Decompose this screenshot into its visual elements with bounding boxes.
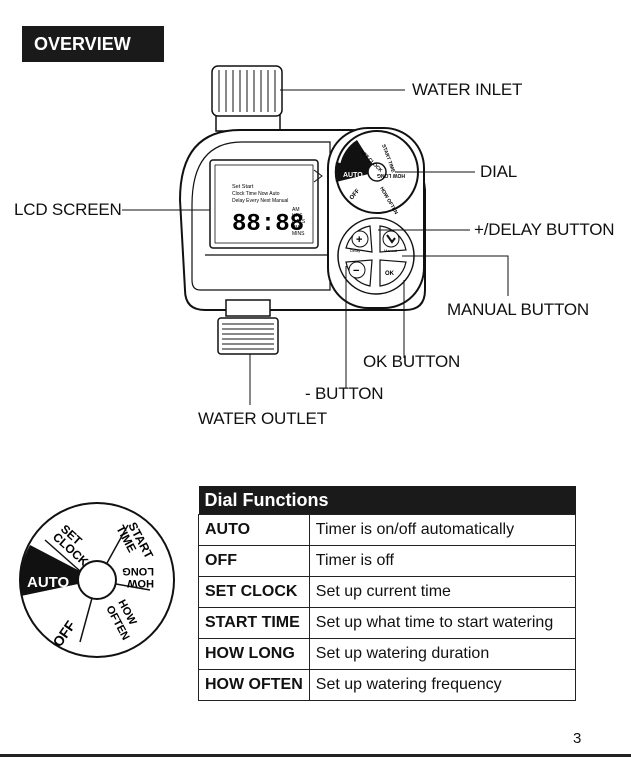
section-title: OVERVIEW <box>22 26 164 62</box>
lcd-unit-hrs: HRS <box>292 213 303 219</box>
delay-caption: Delay <box>350 248 360 253</box>
callout-dial: DIAL <box>480 162 517 181</box>
device-dial: AUTO SET CLOCK START TIME HOW LONG HOW O… <box>334 130 419 216</box>
callout-leaders <box>122 89 509 405</box>
function-name: OFF <box>198 545 310 577</box>
function-desc: Set up what time to start watering <box>308 607 577 639</box>
table-row: HOW OFTEN Set up watering frequency <box>198 669 577 701</box>
table-row: SET CLOCK Set up current time <box>198 576 577 608</box>
plus-symbol: + <box>356 234 362 246</box>
lcd-screen: Set Start Clock Time Now Auto Delay Ever… <box>209 159 319 249</box>
device-dial-auto: AUTO <box>343 172 363 179</box>
large-dial-illustration: AUTO SET CLOCK START TIME HOW LONG HOW O… <box>19 502 175 658</box>
lcd-unit-days: DAYS <box>292 219 306 225</box>
manual-hand-icon <box>386 234 396 244</box>
device-dial-how-long: HOW LONG <box>377 172 405 178</box>
ok-device-button[interactable] <box>379 259 407 287</box>
function-name: AUTO <box>198 514 310 546</box>
dial-functions-table: Dial Functions AUTO Timer is on/off auto… <box>198 486 577 701</box>
minus-symbol: − <box>353 265 359 277</box>
device-buttons: + − OK Delay Manual <box>337 217 415 295</box>
lcd-digits: 88:88 <box>232 211 304 238</box>
function-name: HOW LONG <box>198 638 310 670</box>
function-desc: Set up watering duration <box>308 638 577 670</box>
page-number: 3 <box>573 730 582 747</box>
function-desc: Set up watering frequency <box>308 669 577 701</box>
table-row: AUTO Timer is on/off automatically <box>198 514 577 546</box>
function-desc: Timer is off <box>308 545 577 577</box>
callout-manual-button: MANUAL BUTTON <box>447 300 589 319</box>
lcd-line-3: Delay Every Next Manual <box>232 198 288 204</box>
lcd-unit-pm: PM <box>292 225 300 231</box>
large-dial-auto: AUTO <box>27 574 70 591</box>
lcd-unit-am: AM <box>292 207 300 213</box>
table-row: HOW LONG Set up watering duration <box>198 638 577 670</box>
table-row: START TIME Set up what time to start wat… <box>198 607 577 639</box>
manual-caption: Manual <box>384 248 397 253</box>
lcd-unit-mins: MINS <box>292 231 305 237</box>
large-dial-how-long-1: HOW <box>127 577 155 589</box>
lcd-line-2: Clock Time Now Auto <box>232 191 280 197</box>
function-desc: Timer is on/off automatically <box>308 514 577 546</box>
callout-plus-delay-button: +/DELAY BUTTON <box>474 220 615 239</box>
callout-water-inlet: WATER INLET <box>412 80 523 99</box>
function-name: HOW OFTEN <box>198 669 310 701</box>
callout-water-outlet: WATER OUTLET <box>198 409 327 428</box>
function-name: SET CLOCK <box>198 576 310 608</box>
callout-minus-button: - BUTTON <box>305 384 384 403</box>
dial-functions-title: Dial Functions <box>198 486 576 515</box>
water-inlet-connector <box>211 65 283 132</box>
table-row: OFF Timer is off <box>198 545 577 577</box>
footer-rule <box>0 754 631 757</box>
callout-ok-button: OK BUTTON <box>363 352 461 371</box>
ok-symbol: OK <box>385 271 395 277</box>
large-dial-how-long-2: LONG <box>122 565 154 577</box>
lcd-top-words: Set Start <box>232 184 254 190</box>
function-desc: Set up current time <box>308 576 577 608</box>
callout-lcd-screen: LCD SCREEN <box>14 200 122 219</box>
water-outlet-connector <box>217 299 279 355</box>
function-name: START TIME <box>198 607 310 639</box>
